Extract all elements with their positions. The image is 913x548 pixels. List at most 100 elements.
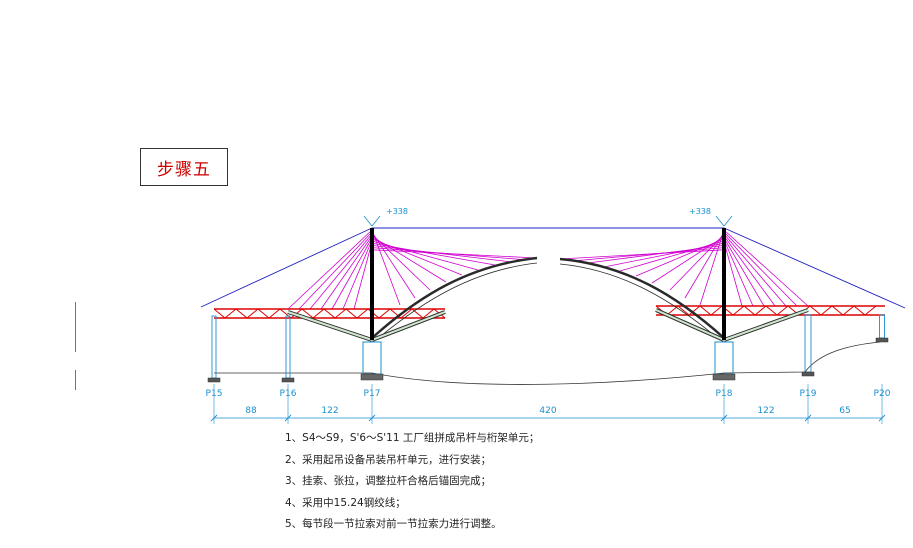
- tower-top-marker: [363, 215, 381, 227]
- pier-label: P19: [800, 389, 817, 399]
- span-dimension-label: 420: [539, 406, 556, 416]
- main-pier-left: [362, 341, 382, 375]
- piers: [207, 314, 889, 383]
- truss-diagonal: [776, 305, 789, 316]
- tower-top-label: +338: [386, 207, 408, 216]
- truss-diagonal: [688, 305, 701, 316]
- stay-cable-main: [559, 249, 725, 260]
- truss-diagonal: [268, 308, 281, 319]
- ground-profile: [214, 341, 881, 385]
- truss-diagonal: [345, 308, 358, 319]
- stay-cable-main: [371, 249, 538, 259]
- truss-diagonal: [356, 308, 369, 319]
- stay-cable-main: [669, 234, 725, 291]
- truss-diagonal: [743, 305, 756, 316]
- stay-cables: [287, 229, 809, 310]
- pier-label: P20: [874, 389, 891, 399]
- pier-label: P17: [364, 389, 381, 399]
- truss-diagonal: [301, 308, 314, 319]
- back-cables: [200, 227, 906, 309]
- arch-rib-right-inner: [559, 263, 721, 341]
- pylons: [363, 215, 733, 340]
- dimension-tick: [878, 414, 886, 422]
- back-cable: [200, 227, 373, 308]
- stay-cable-back: [723, 237, 765, 307]
- truss-diagonal: [312, 308, 325, 319]
- stay-cable-main: [684, 231, 725, 299]
- truss-diagonal: [820, 305, 833, 316]
- truss-diagonal: [831, 305, 844, 316]
- stay-cable-back: [723, 241, 743, 307]
- truss-diagonal: [732, 305, 745, 316]
- stay-cable-back: [298, 231, 373, 310]
- note-item: 5、每节段一节拉索对前一节拉索力进行调整。: [285, 518, 502, 530]
- pier-footing: [801, 371, 815, 377]
- truss-diagonal: [765, 305, 778, 316]
- truss-diagonal: [400, 308, 413, 319]
- truss-diagonal: [699, 305, 712, 316]
- span-dimension-label: 122: [321, 406, 338, 416]
- v-strut-fill: [723, 309, 809, 341]
- stay-cable-main: [371, 234, 431, 291]
- truss-diagonal: [710, 305, 723, 316]
- stay-cable-back: [723, 229, 809, 307]
- edge-mark: [75, 302, 81, 352]
- edge-mark-lower: [75, 370, 81, 390]
- stay-cable-back: [723, 235, 776, 307]
- stay-cable-back: [723, 233, 787, 307]
- truss-diagonal: [224, 308, 237, 319]
- dimension-tick: [210, 414, 218, 422]
- span-dimension-label: 65: [839, 406, 850, 416]
- note-item: 3、挂索、张拉，调整拉杆合格后锚固完成；: [285, 475, 492, 487]
- main-pier-left-footing: [360, 373, 384, 381]
- stay-cable-main: [603, 242, 725, 268]
- pier-footing: [875, 337, 889, 343]
- stay-cable-main: [371, 240, 479, 271]
- step-title: 步骤五: [157, 159, 211, 180]
- truss-diagonal: [422, 308, 435, 319]
- stay-cable-main: [371, 242, 496, 266]
- v-strut-fill: [655, 309, 725, 341]
- truss-diagonal: [842, 305, 855, 316]
- stay-cable-back: [353, 241, 373, 310]
- arch-ribs: [371, 256, 725, 341]
- main-pier-right: [714, 341, 734, 375]
- step-title-box: 步骤五: [140, 148, 228, 186]
- arch-rib-left-inner: [375, 262, 538, 341]
- back-cable: [723, 227, 906, 309]
- v-struts: [287, 308, 809, 342]
- truss-diagonal: [809, 305, 822, 316]
- truss-diagonal: [853, 305, 866, 316]
- truss-diagonal: [378, 308, 391, 319]
- pier-label: P16: [280, 389, 297, 399]
- stay-cable-main: [371, 245, 513, 263]
- note-item: 1、S4～S9，S'6～S'11 工厂组拼成吊杆与桁架单元；: [285, 432, 540, 444]
- stay-cable-back: [723, 231, 798, 307]
- truss-diagonal: [213, 308, 226, 319]
- note-item: 4、采用中15.24钢绞线；: [285, 496, 406, 509]
- pier-column: [804, 314, 812, 373]
- dimension-tick: [804, 414, 812, 422]
- stay-cable-back: [320, 235, 373, 310]
- pier-label: P18: [716, 389, 733, 399]
- span-dimension-label: 88: [245, 406, 257, 416]
- truss-diagonal: [411, 308, 424, 319]
- stay-cable-back: [723, 239, 754, 307]
- arch-rib-right: [559, 257, 725, 339]
- stay-cable-main: [587, 245, 725, 264]
- dimension-tick: [368, 414, 376, 422]
- tower-top-marker: [715, 215, 733, 227]
- stay-cable-main: [619, 240, 725, 272]
- stay-cable-back: [287, 229, 373, 310]
- tower-top-label: +338: [689, 207, 711, 216]
- stay-cable-back: [309, 233, 373, 310]
- truss-diagonal: [246, 308, 259, 319]
- ground-line: [214, 341, 881, 385]
- truss-deck: [213, 305, 885, 319]
- stay-cable-main: [699, 229, 725, 306]
- pier-footing: [207, 377, 221, 383]
- dimension-tick: [284, 414, 292, 422]
- stay-cable-main: [371, 229, 401, 306]
